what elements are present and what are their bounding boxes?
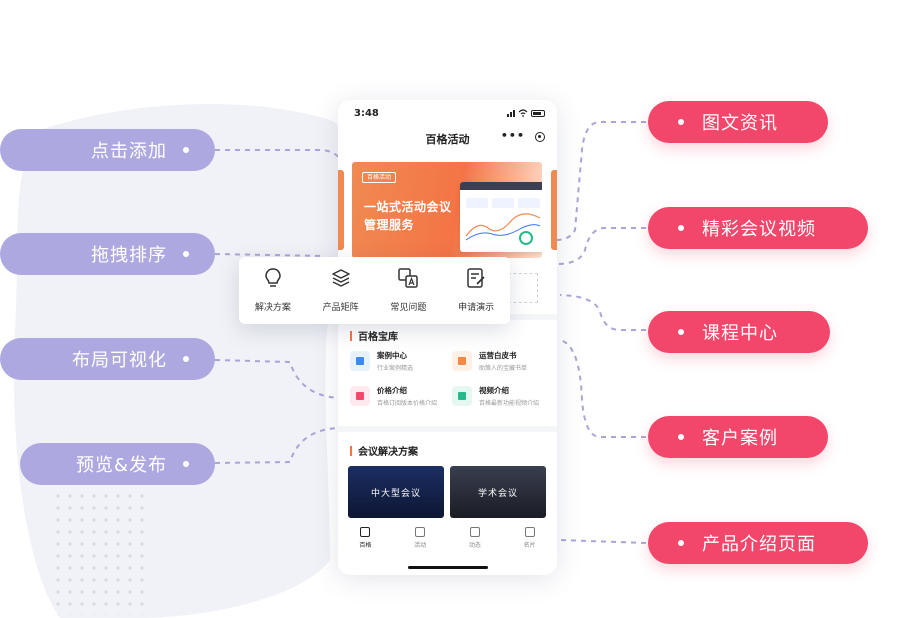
solution-card-label: 中大型会议 <box>370 488 421 499</box>
ticket-icon <box>415 527 426 537</box>
tab-label: 百格 <box>359 542 372 549</box>
feature-pill-drag-sort: 拖拽排序 <box>0 233 215 275</box>
bullet-dot <box>183 147 189 153</box>
grid-item-request-demo[interactable]: 申请演示 <box>446 267 506 314</box>
feature-label: 课程中心 <box>702 323 778 344</box>
page-title: 百格活动 <box>425 133 470 146</box>
close-capsule-icon[interactable] <box>535 132 545 142</box>
solution-card-academic-meeting[interactable]: 学术会议 <box>450 466 546 518</box>
book-icon <box>452 351 472 371</box>
bullet-dot <box>678 329 684 335</box>
tab-label: 名片 <box>523 542 536 549</box>
battery-icon <box>531 109 545 117</box>
library-item-desc: 百格订阅版本价格介绍 <box>377 400 438 407</box>
library-item-title: 运营白皮书 <box>479 351 517 360</box>
bottom-tab-bar: 百格 活动 动态 名片 <box>338 521 557 551</box>
home-icon <box>360 527 371 537</box>
library-item-cases[interactable]: 案例中心行业案例精选 <box>350 350 413 372</box>
grid-item-solutions[interactable]: 解决方案 <box>243 267 303 314</box>
feature-label: 图文资讯 <box>702 113 778 134</box>
feature-label: 产品介绍页面 <box>702 534 816 555</box>
feature-label: 客户案例 <box>702 428 778 449</box>
wifi-icon <box>518 109 528 117</box>
library-item-title: 案例中心 <box>377 351 407 360</box>
grid-item-faq[interactable]: 常见问题 <box>378 267 438 314</box>
lightbulb-icon <box>265 268 281 287</box>
library-item-desc: 助策人的宝藏书单 <box>479 365 528 372</box>
solutions-section-title: 会议解决方案 <box>350 443 418 458</box>
feature-label: 预览&发布 <box>75 455 167 476</box>
bullet-dot <box>678 119 684 125</box>
solution-card-label: 学术会议 <box>477 488 518 499</box>
feature-pill-product-pages: 产品介绍页面 <box>648 522 868 564</box>
phone-mockup: 3:48 百格活动 ••• 百格活动 一站式活动会议 管理服务 <box>338 100 557 575</box>
bullet-dot <box>678 434 684 440</box>
grid-item-products[interactable]: 产品矩阵 <box>311 267 371 314</box>
bullet-dot <box>678 225 684 231</box>
pinwheel-icon <box>469 527 480 537</box>
more-menu-icon[interactable]: ••• <box>500 129 525 142</box>
feature-pill-click-add: 点击添加 <box>0 129 215 171</box>
library-item-title: 价格介绍 <box>377 386 407 395</box>
grid-item-label: 解决方案 <box>254 303 291 313</box>
grid-item-label: 申请演示 <box>458 303 495 313</box>
carousel-prev-peek[interactable] <box>338 170 344 250</box>
library-item-desc: 行业案例精选 <box>377 365 414 372</box>
grid-item-label: 产品矩阵 <box>322 303 359 313</box>
edit-document-icon <box>467 268 485 288</box>
dashboard-illustration <box>460 182 542 252</box>
price-tag-icon <box>350 386 370 406</box>
bullet-dot <box>678 540 684 546</box>
tab-events[interactable]: 活动 <box>400 521 440 551</box>
status-time: 3:48 <box>354 108 379 119</box>
feature-label: 点击添加 <box>91 141 167 162</box>
layers-icon <box>331 269 350 287</box>
translate-icon <box>398 268 419 288</box>
solutions-title: 会议解决方案 <box>358 447 418 458</box>
bullet-dot <box>183 251 189 257</box>
tab-home[interactable]: 百格 <box>345 521 385 551</box>
solution-card-large-meeting[interactable]: 中大型会议 <box>348 466 444 518</box>
tab-feed[interactable]: 动态 <box>455 521 495 551</box>
feature-pill-customer-cases: 客户案例 <box>648 416 828 458</box>
library-item-pricing[interactable]: 价格介绍百格订阅版本价格介绍 <box>350 385 437 407</box>
tab-label: 活动 <box>414 542 427 549</box>
feature-label: 拖拽排序 <box>91 245 167 266</box>
bookmark-icon <box>350 351 370 371</box>
feature-pill-course-center: 课程中心 <box>648 311 830 353</box>
banner-title-line2: 管理服务 <box>364 218 415 232</box>
library-item-title: 视频介绍 <box>479 386 509 395</box>
tab-label: 动态 <box>468 542 481 549</box>
library-item-desc: 百格最新功能视频介绍 <box>479 400 540 407</box>
feature-pill-preview-publish: 预览&发布 <box>20 443 215 485</box>
feature-pill-layout-visual: 布局可视化 <box>0 338 215 380</box>
feature-label: 精彩会议视频 <box>702 219 816 240</box>
banner-title-line1: 一站式活动会议 <box>364 200 452 214</box>
banner-title: 一站式活动会议 管理服务 <box>364 198 452 234</box>
bullet-dot <box>183 356 189 362</box>
feature-label: 布局可视化 <box>72 350 167 371</box>
tab-cards[interactable]: 名片 <box>510 521 550 551</box>
video-icon <box>452 386 472 406</box>
dot-grid-decoration <box>52 490 152 615</box>
library-section-title: 百格宝库 <box>350 328 398 343</box>
library-title: 百格宝库 <box>358 332 398 343</box>
feature-pill-articles: 图文资讯 <box>648 101 828 143</box>
status-icons <box>507 109 545 117</box>
carousel-next-peek[interactable] <box>551 170 557 250</box>
quick-entry-grid[interactable]: 解决方案 产品矩阵 常见问题 申请演示 <box>239 257 510 324</box>
library-item-whitepaper[interactable]: 运营白皮书助策人的宝藏书单 <box>452 350 527 372</box>
hero-banner[interactable]: 百格活动 一站式活动会议 管理服务 <box>352 162 542 258</box>
drop-placeholder <box>508 273 538 303</box>
signal-icon <box>507 109 515 117</box>
bullet-dot <box>183 461 189 467</box>
library-item-video[interactable]: 视频介绍百格最新功能视频介绍 <box>452 385 539 407</box>
banner-logo: 百格活动 <box>362 172 396 183</box>
feature-pill-meeting-videos: 精彩会议视频 <box>648 207 868 249</box>
grid-item-label: 常见问题 <box>390 303 427 313</box>
card-icon <box>524 527 535 537</box>
home-indicator <box>408 566 488 569</box>
